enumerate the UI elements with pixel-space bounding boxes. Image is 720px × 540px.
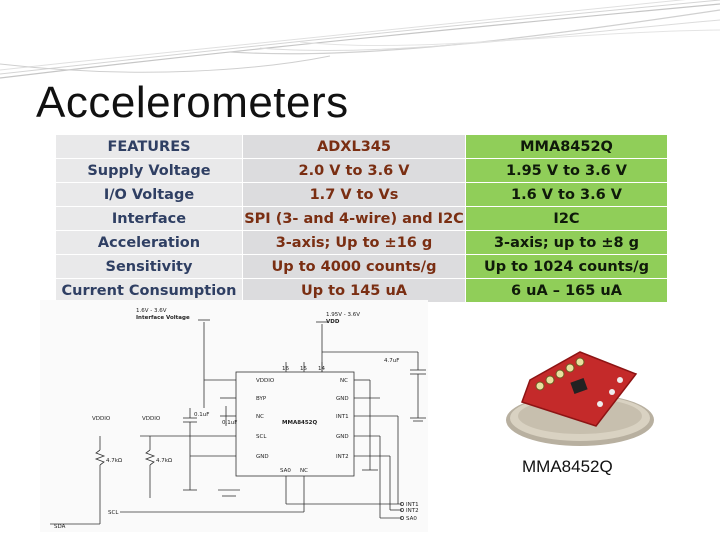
net-label: INT1 xyxy=(406,502,419,508)
table-row: Interface SPI (3- and 4-wire) and I2C I2… xyxy=(55,206,668,231)
pin-label: GND xyxy=(256,454,269,460)
pin-label: GND xyxy=(336,396,349,402)
interface-voltage-range: 1.6V - 3.6V xyxy=(136,308,167,314)
pin-number: 14 xyxy=(318,366,325,372)
vddio-label: VDDIO xyxy=(142,416,161,422)
mma-value: 3-axis; up to ±8 g xyxy=(465,230,668,255)
row-label: Acceleration xyxy=(55,230,243,255)
mma-value: 6 uA – 165 uA xyxy=(465,278,668,303)
chip-label: MMA8452Q xyxy=(282,420,318,426)
resistor-label: 4.7kΩ xyxy=(106,458,122,464)
cap-label: 0.1uF xyxy=(194,412,209,418)
vddio-label: VDDIO xyxy=(92,416,111,422)
breakout-board-photo xyxy=(506,351,654,446)
pin-number: 16 xyxy=(282,366,289,372)
cap-label: 4.7uF xyxy=(384,358,399,364)
vdd-range: 1.95V - 3.6V xyxy=(326,312,360,318)
net-label: SCL xyxy=(108,510,119,516)
net-label: SDA xyxy=(54,524,66,530)
adxl-value: 1.7 V to Vs xyxy=(242,182,466,207)
slide-title: Accelerometers xyxy=(36,78,349,127)
pin-label: INT1 xyxy=(336,414,349,420)
cap-label: 0.1uF xyxy=(222,420,237,426)
pin-number: 15 xyxy=(300,366,307,372)
mma-value: 1.6 V to 3.6 V xyxy=(465,182,668,207)
header-mma8452q: MMA8452Q xyxy=(465,134,668,159)
pin-label: NC xyxy=(300,468,308,474)
header-swoosh-decoration xyxy=(0,0,720,79)
mma-value: Up to 1024 counts/g xyxy=(465,254,668,279)
pin-label: SA0 xyxy=(280,468,291,474)
net-label: INT2 xyxy=(406,508,419,514)
row-label: Sensitivity xyxy=(55,254,243,279)
circuit-schematic: 1.6V - 3.6V Interface Voltage 1.95V - 3.… xyxy=(40,300,428,532)
table-row: Supply Voltage 2.0 V to 3.6 V 1.95 V to … xyxy=(55,158,668,183)
mma-value: I2C xyxy=(465,206,668,231)
feature-comparison-table: FEATURES ADXL345 MMA8452Q Supply Voltage… xyxy=(55,134,668,303)
pin-label: BYP xyxy=(256,396,267,402)
net-label: SA0 xyxy=(406,516,417,522)
table-row: I/O Voltage 1.7 V to Vs 1.6 V to 3.6 V xyxy=(55,182,668,207)
mma-value: 1.95 V to 3.6 V xyxy=(465,158,668,183)
board-caption: MMA8452Q xyxy=(522,457,613,476)
adxl-value: SPI (3- and 4-wire) and I2C xyxy=(242,206,466,231)
row-label: Supply Voltage xyxy=(55,158,243,183)
row-label: I/O Voltage xyxy=(55,182,243,207)
table-row: Current Consumption Up to 145 uA 6 uA – … xyxy=(55,278,668,303)
adxl-value: Up to 4000 counts/g xyxy=(242,254,466,279)
adxl-value: 3-axis; Up to ±16 g xyxy=(242,230,466,255)
interface-voltage-label: Interface Voltage xyxy=(136,315,190,321)
adxl-value: 2.0 V to 3.6 V xyxy=(242,158,466,183)
table-header-row: FEATURES ADXL345 MMA8452Q xyxy=(55,134,668,159)
row-label: Current Consumption xyxy=(55,278,243,303)
pin-label: GND xyxy=(336,434,349,440)
header-features: FEATURES xyxy=(55,134,243,159)
pin-label: INT2 xyxy=(336,454,349,460)
pin-label: SCL xyxy=(256,434,267,440)
table-row: Sensitivity Up to 4000 counts/g Up to 10… xyxy=(55,254,668,279)
header-adxl345: ADXL345 xyxy=(242,134,466,159)
table-row: Acceleration 3-axis; Up to ±16 g 3-axis;… xyxy=(55,230,668,255)
pin-label: NC xyxy=(340,378,348,384)
pin-label: VDDIO xyxy=(256,378,275,384)
adxl-value: Up to 145 uA xyxy=(242,278,466,303)
resistor-label: 4.7kΩ xyxy=(156,458,172,464)
pin-label: NC xyxy=(256,414,264,420)
vdd-label: VDD xyxy=(326,319,340,325)
row-label: Interface xyxy=(55,206,243,231)
